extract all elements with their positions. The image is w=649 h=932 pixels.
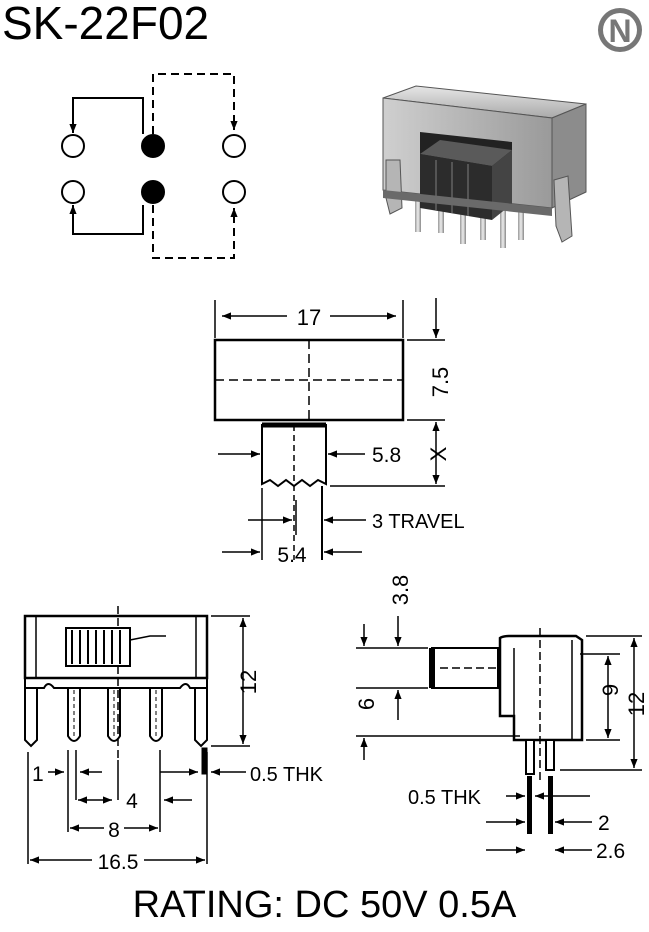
switch-schematic [61,73,246,259]
dim-pin-span-2-6: 2.6 [596,840,625,863]
dim-width-17: 17 [297,305,321,330]
dim-actuator-length: 3.8 [388,575,413,606]
dim-height-7-5: 7.5 [428,367,453,398]
dim-travel: 3 TRAVEL [372,511,465,533]
front-view [23,606,250,864]
rating-label: RATING: DC 50V 0.5A [132,884,517,926]
logo-letter: N [608,13,631,49]
dim-pin-span-8: 8 [108,819,120,842]
top-view [213,298,445,560]
dim-actuator-x: X [426,446,451,461]
dim-body-height-9: 9 [598,684,623,696]
dim-pitch-4: 4 [126,790,138,813]
side-view [356,616,642,854]
switch-3d-illustration [382,85,587,248]
dim-total-width: 16.5 [98,851,139,874]
dim-pin-gap-2: 2 [598,812,610,835]
dim-side-height-12: 12 [624,692,649,716]
part-number-title: SK-22F02 [2,0,210,49]
brand-n-logo: N [598,8,642,52]
dim-side-thickness: 0.5 THK [408,787,482,809]
dim-edge-1: 1 [32,763,44,786]
dim-actuator-width: 5.8 [372,444,401,467]
dim-front-thickness: 0.5 THK [250,764,324,786]
dim-actuator-offset: 6 [354,698,379,710]
dim-front-height-12: 12 [236,670,261,694]
dim-offset-5-4: 5.4 [277,544,307,567]
